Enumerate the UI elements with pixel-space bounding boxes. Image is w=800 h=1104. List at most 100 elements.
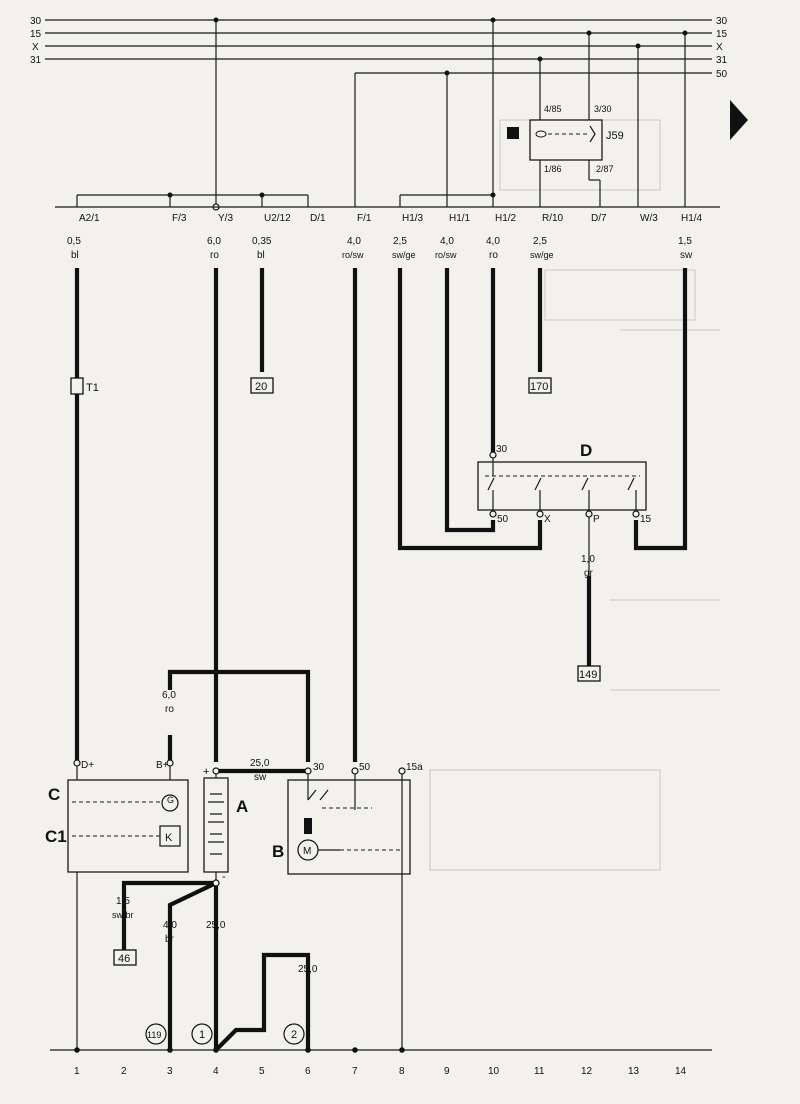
connector-label: R/10	[542, 213, 564, 224]
wire-size: 6,0	[207, 236, 221, 247]
ground-b-color: br	[165, 934, 175, 945]
wire-size: 1,5	[678, 236, 692, 247]
ground-point-1: 1	[199, 1029, 205, 1041]
column-number: 1	[74, 1066, 80, 1077]
rail-drops	[76, 20, 686, 211]
switch-terminal-x: X	[544, 514, 551, 525]
lower-wire-labels: 6,0 ro 25,0 sw 1,5 sw/br 4,0 br 25,0 25,…	[112, 690, 318, 975]
ref-46: 46	[118, 953, 130, 965]
relay-pin-3-30: 3/30	[594, 104, 612, 114]
relay-pin-4-85: 4/85	[544, 104, 562, 114]
starter-terminal-30: 30	[313, 762, 325, 773]
column-number: 9	[444, 1066, 450, 1077]
switch-id: D	[580, 441, 592, 460]
column-number: 3	[167, 1066, 173, 1077]
switch-output-color: gr	[584, 568, 594, 579]
column-number: 8	[399, 1066, 405, 1077]
wire-color: ro/sw	[342, 250, 364, 260]
regulator-symbol: K	[165, 832, 173, 844]
wire-size: 2,5	[393, 236, 407, 247]
background-ghost-lines	[429, 119, 720, 871]
column-number: 2	[121, 1066, 127, 1077]
generator-label: C	[48, 785, 60, 804]
reference-tags: 20 170 149 46	[113, 377, 601, 966]
ground-point-2: 2	[291, 1029, 297, 1041]
connector-label: F/3	[172, 213, 187, 224]
relay-pin-2-87: 2/87	[596, 164, 614, 174]
regulator-label: C1	[45, 827, 67, 846]
generator-d-plus: D+	[81, 760, 94, 771]
relay-id: J59	[606, 130, 624, 142]
starter-terminal-15a: 15a	[406, 762, 423, 773]
connector-label: U2/12	[264, 213, 291, 224]
motor-symbol: M	[303, 846, 311, 857]
rail-label-right-15: 15	[716, 29, 728, 40]
column-number: 7	[352, 1066, 358, 1077]
column-number: 14	[675, 1066, 687, 1077]
battery-minus: -	[222, 871, 226, 883]
starter-b: 30 50 15a M B	[272, 762, 423, 1050]
battery-plus: +	[203, 766, 209, 778]
column-number: 12	[581, 1066, 593, 1077]
wire-size: 4,0	[486, 236, 500, 247]
generator-c: D+ B+ C C1 G K	[45, 759, 189, 1050]
wire-color: sw/ge	[392, 250, 416, 260]
wire-size: 2,5	[533, 236, 547, 247]
connector-label: H1/1	[449, 213, 471, 224]
rail-label-left-30: 30	[30, 16, 42, 27]
switch-terminal-p: P	[593, 514, 600, 525]
power-rails: 30 15 X 31 30 15 X 31 50	[30, 16, 728, 80]
starter-terminal-50: 50	[359, 762, 371, 773]
wire-size: 0,5	[67, 236, 81, 247]
connector-label: F/1	[357, 213, 372, 224]
ground-ref-119: 119	[147, 1030, 161, 1040]
battery-a: + - A	[203, 766, 248, 887]
ground-a-color: sw/br	[112, 910, 134, 920]
column-number: 6	[305, 1066, 311, 1077]
connector-label: D/1	[310, 213, 326, 224]
column-number: 11	[534, 1066, 545, 1077]
rail-label-right-50: 50	[716, 69, 728, 80]
generator-b-plus: B+	[156, 760, 169, 771]
column-number: 4	[213, 1066, 219, 1077]
ground-bus: 119 1 2	[50, 1023, 712, 1053]
switch-terminal-30: 30	[496, 444, 508, 455]
connector-label: D/7	[591, 213, 607, 224]
wire-color: ro	[489, 250, 498, 261]
column-number: 10	[488, 1066, 500, 1077]
connector-label: H1/2	[495, 213, 517, 224]
strap-size: 25,0	[298, 964, 318, 975]
ground-b-size: 4,0	[163, 920, 177, 931]
switch-output-size: 1,0	[581, 554, 595, 565]
rail-label-right-x: X	[716, 42, 723, 53]
column-number: 5	[259, 1066, 265, 1077]
connector-label: H1/4	[681, 213, 703, 224]
connector-label: H1/3	[402, 213, 424, 224]
ground-a-size: 1,5	[116, 896, 130, 907]
bplus-wire-size: 6,0	[162, 690, 176, 701]
connector-row: A2/1 F/3 Y/3 U2/12 D/1 F/1 H1/3 H1/1 H1/…	[55, 206, 720, 224]
rail-label-right-31: 31	[716, 55, 728, 66]
column-number: 13	[628, 1066, 640, 1077]
rail-label-right-30: 30	[716, 16, 728, 27]
rail-label-left-31: 31	[30, 55, 42, 66]
battery-ground-size: 25,0	[206, 920, 226, 931]
switch-terminal-50: 50	[497, 514, 509, 525]
battery-starter-size: 25,0	[250, 758, 270, 769]
bplus-wire-color: ro	[165, 704, 174, 715]
connector-label: Y/3	[218, 213, 233, 224]
ignition-switch-d: D 30 50 X P 15 1,0 gr	[477, 441, 652, 579]
starter-label: B	[272, 842, 284, 861]
continuation-arrow-icon	[730, 100, 748, 140]
ref-170: 170	[530, 381, 548, 393]
switch-terminal-15: 15	[640, 514, 652, 525]
wire-color: ro	[210, 250, 219, 261]
battery-label: A	[236, 797, 248, 816]
wire-size: 4,0	[347, 236, 361, 247]
wire-size: 0,35	[252, 236, 272, 247]
relay-j59: J59 4/85 3/30 1/86 2/87	[507, 104, 624, 174]
generator-icon	[161, 794, 179, 812]
generator-symbol: G	[167, 795, 174, 805]
relay-pin-1-86: 1/86	[544, 164, 562, 174]
